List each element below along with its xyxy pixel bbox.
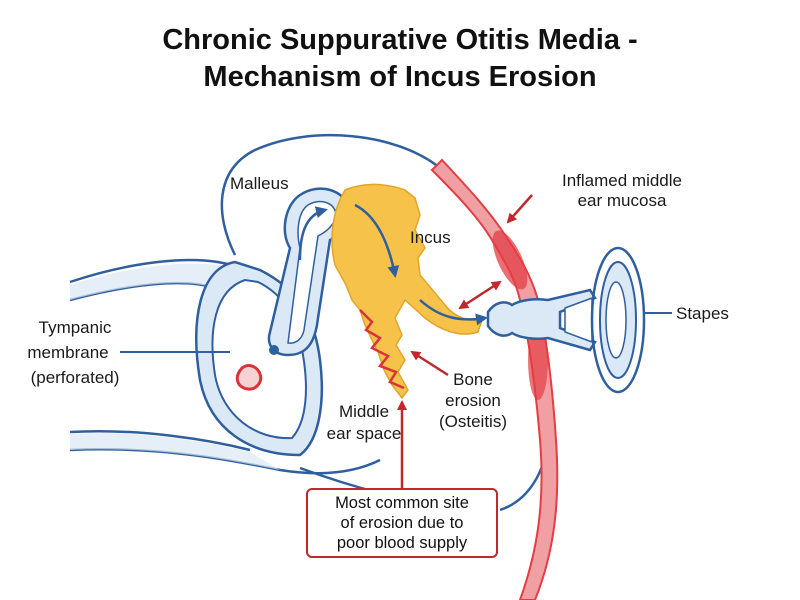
callout-line-2: of erosion due to [340, 514, 464, 532]
erosion-site-callout: Most common site of erosion due to poor … [306, 488, 498, 558]
incus-shape [331, 183, 484, 400]
callout-line-1: Most common site [335, 494, 469, 512]
tympanic-label-line-2: membrane [27, 343, 108, 362]
title-line-1: Chronic Suppurative Otitis Media - [162, 24, 638, 56]
bone-erosion-label-line-3: (Osteitis) [439, 412, 507, 431]
bone-erosion-label-line-1: Bone [453, 370, 493, 389]
inflamed-label-line-2: ear mucosa [578, 191, 667, 210]
tympanic-label-line-3: (perforated) [31, 368, 120, 387]
title-line-2: Mechanism of Incus Erosion [203, 61, 597, 93]
tympanic-label-line-1: Tympanic [39, 318, 112, 337]
stapes-label: Stapes [676, 304, 729, 323]
middle-ear-label-line-2: ear space [327, 424, 402, 443]
perforation-icon [235, 364, 263, 391]
diagram-title: Chronic Suppurative Otitis Media - Mecha… [0, 22, 800, 96]
bone-erosion-label-line-2: erosion [445, 391, 501, 410]
red-arrows [397, 194, 533, 488]
ossicle-motion-arrows [298, 203, 488, 326]
inflamed-mucosa [430, 158, 559, 600]
leader-lines [120, 312, 672, 353]
stapes-shape [486, 246, 646, 394]
inflamed-label-line-1: Inflamed middle [562, 171, 682, 190]
malleus-label: Malleus [230, 174, 289, 193]
incus-label: Incus [410, 228, 451, 247]
middle-ear-label-line-1: Middle [339, 402, 389, 421]
callout-line-3: poor blood supply [336, 534, 468, 552]
